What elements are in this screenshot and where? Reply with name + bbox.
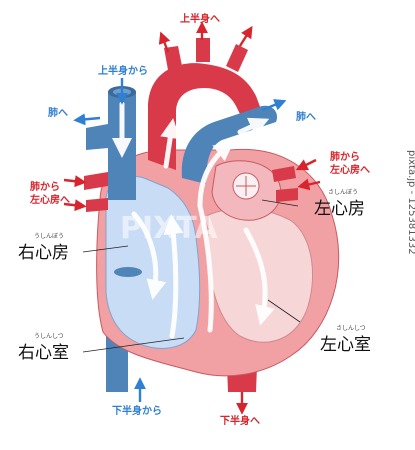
label-left-atrium-ruby: さしんぼう [328, 189, 358, 196]
pixta-side-credit: pixta.jp - 125381332 [406, 150, 415, 255]
tricuspid-valve [114, 267, 142, 277]
label-lungs-to-la-right: 肺から 左心房へ [329, 150, 370, 176]
label-right-ventricle: 右心室 [18, 343, 69, 363]
label-right-atrium-ruby: うしんぼう [34, 233, 64, 240]
label-right-ventricle-ruby: うしんしつ [34, 333, 64, 340]
aortic-arch [148, 63, 262, 170]
leader-lines [82, 199, 301, 353]
label-left-ventricle-ruby: さしんしつ [336, 325, 366, 332]
label-upper-body-out: 上半身へ [180, 12, 220, 25]
label-to-lungs-right: 肺へ [296, 110, 316, 123]
direction-arrows [63, 21, 321, 415]
label-upper-body-in: 上半身から [98, 64, 148, 77]
label-left-ventricle: 左心室 [320, 335, 371, 355]
flow-arrows [112, 101, 275, 339]
label-left-atrium: 左心房 [314, 199, 365, 219]
label-lower-body-in: 下半身から [112, 404, 162, 417]
watermark-text: PIXTA [120, 211, 218, 246]
label-to-lungs-left: 肺へ [48, 106, 68, 119]
label-lower-body-out: 下半身へ [220, 414, 260, 427]
label-lungs-to-la-left: 肺から 左心房へ [29, 180, 70, 206]
label-right-atrium: 右心房 [18, 243, 69, 263]
pulmonary-artery-left-branch [86, 124, 108, 150]
